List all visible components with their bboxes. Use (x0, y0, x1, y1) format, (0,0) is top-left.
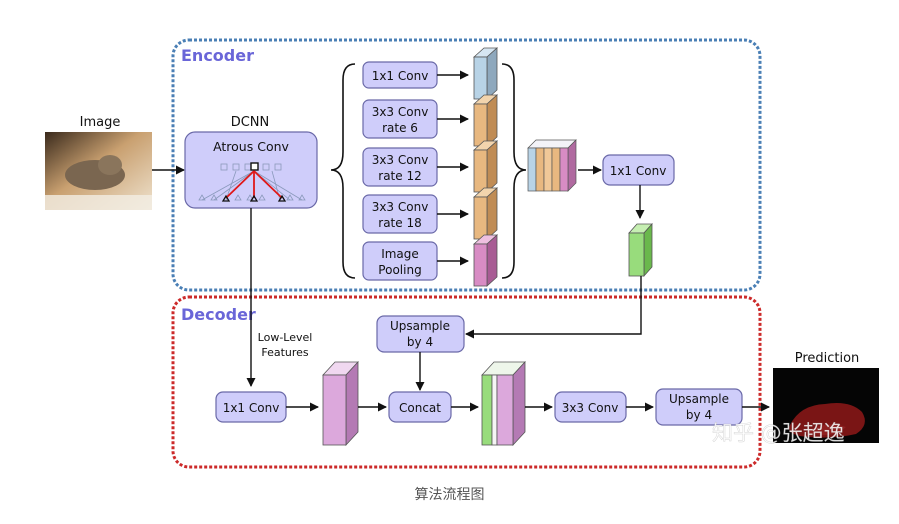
svg-text:3x3 Conv: 3x3 Conv (562, 401, 619, 415)
svg-text:Concat: Concat (399, 401, 441, 415)
svg-text:rate 12: rate 12 (378, 169, 421, 183)
svg-text:1x1 Conv: 1x1 Conv (372, 69, 429, 83)
aspp-right-brace (501, 63, 527, 279)
low-level-label-2: Features (261, 346, 309, 359)
prediction-label: Prediction (795, 351, 860, 366)
watermark: 知乎 @张超逸 (712, 421, 845, 445)
svg-text:Image: Image (381, 247, 419, 261)
upsample-box-bottom: Upsample by 4 (655, 388, 743, 426)
svg-text:Upsample: Upsample (390, 319, 450, 333)
svg-text:rate 6: rate 6 (382, 121, 418, 135)
svg-text:Pooling: Pooling (378, 263, 421, 277)
low-level-feature-map (322, 360, 359, 447)
svg-text:by 4: by 4 (407, 335, 433, 349)
aspp-feature-rate12 (472, 140, 499, 193)
figure-caption: 算法流程图 (414, 487, 485, 503)
arrow-encoder-to-upsample (465, 276, 642, 339)
decoder-title: Decoder (181, 305, 256, 324)
svg-text:1x1 Conv: 1x1 Conv (610, 164, 667, 178)
encoder-output-feature (628, 222, 653, 278)
svg-text:by 4: by 4 (686, 408, 712, 422)
aspp-branch-rate12: 3x3 Conv rate 12 (362, 147, 438, 187)
svg-text:rate 18: rate 18 (378, 216, 421, 230)
svg-text:3x3 Conv: 3x3 Conv (372, 105, 429, 119)
decoder-frame (171, 295, 762, 469)
aspp-feature-pooling (472, 234, 499, 287)
input-image (45, 132, 152, 210)
aspp-branch-rate18: 3x3 Conv rate 18 (362, 194, 438, 234)
svg-text:1x1 Conv: 1x1 Conv (223, 401, 280, 415)
decoder-3x3-conv: 3x3 Conv (554, 391, 627, 423)
encoder-1x1-conv: 1x1 Conv (602, 154, 675, 186)
aspp-concat-stack (527, 139, 577, 192)
atrous-conv-icon (198, 162, 306, 202)
concat-box: Concat (388, 391, 452, 423)
aspp-feature-rate6 (472, 94, 499, 147)
encoder-frame (171, 38, 762, 292)
decoder-1x1-conv: 1x1 Conv (215, 391, 287, 423)
aspp-branch-image-pooling: Image Pooling (362, 241, 438, 281)
image-label: Image (80, 115, 121, 130)
aspp-feature-rate18 (472, 187, 499, 240)
svg-text:3x3 Conv: 3x3 Conv (372, 153, 429, 167)
svg-text:Upsample: Upsample (669, 392, 729, 406)
prediction-image (773, 368, 879, 443)
encoder-title: Encoder (181, 46, 254, 65)
atrous-conv-label: Atrous Conv (213, 139, 289, 154)
aspp-arrows (437, 70, 469, 266)
aspp-left-brace (330, 63, 356, 279)
svg-text:3x3 Conv: 3x3 Conv (372, 200, 429, 214)
low-level-label-1: Low-Level (258, 331, 313, 344)
aspp-feature-1x1 (472, 47, 499, 100)
aspp-branch-1x1: 1x1 Conv (362, 61, 438, 89)
aspp-branch-rate6: 3x3 Conv rate 6 (362, 99, 438, 139)
dcnn-label: DCNN (231, 115, 270, 130)
decoder-concat-feature (481, 360, 526, 447)
upsample-box-top: Upsample by 4 (376, 315, 465, 353)
